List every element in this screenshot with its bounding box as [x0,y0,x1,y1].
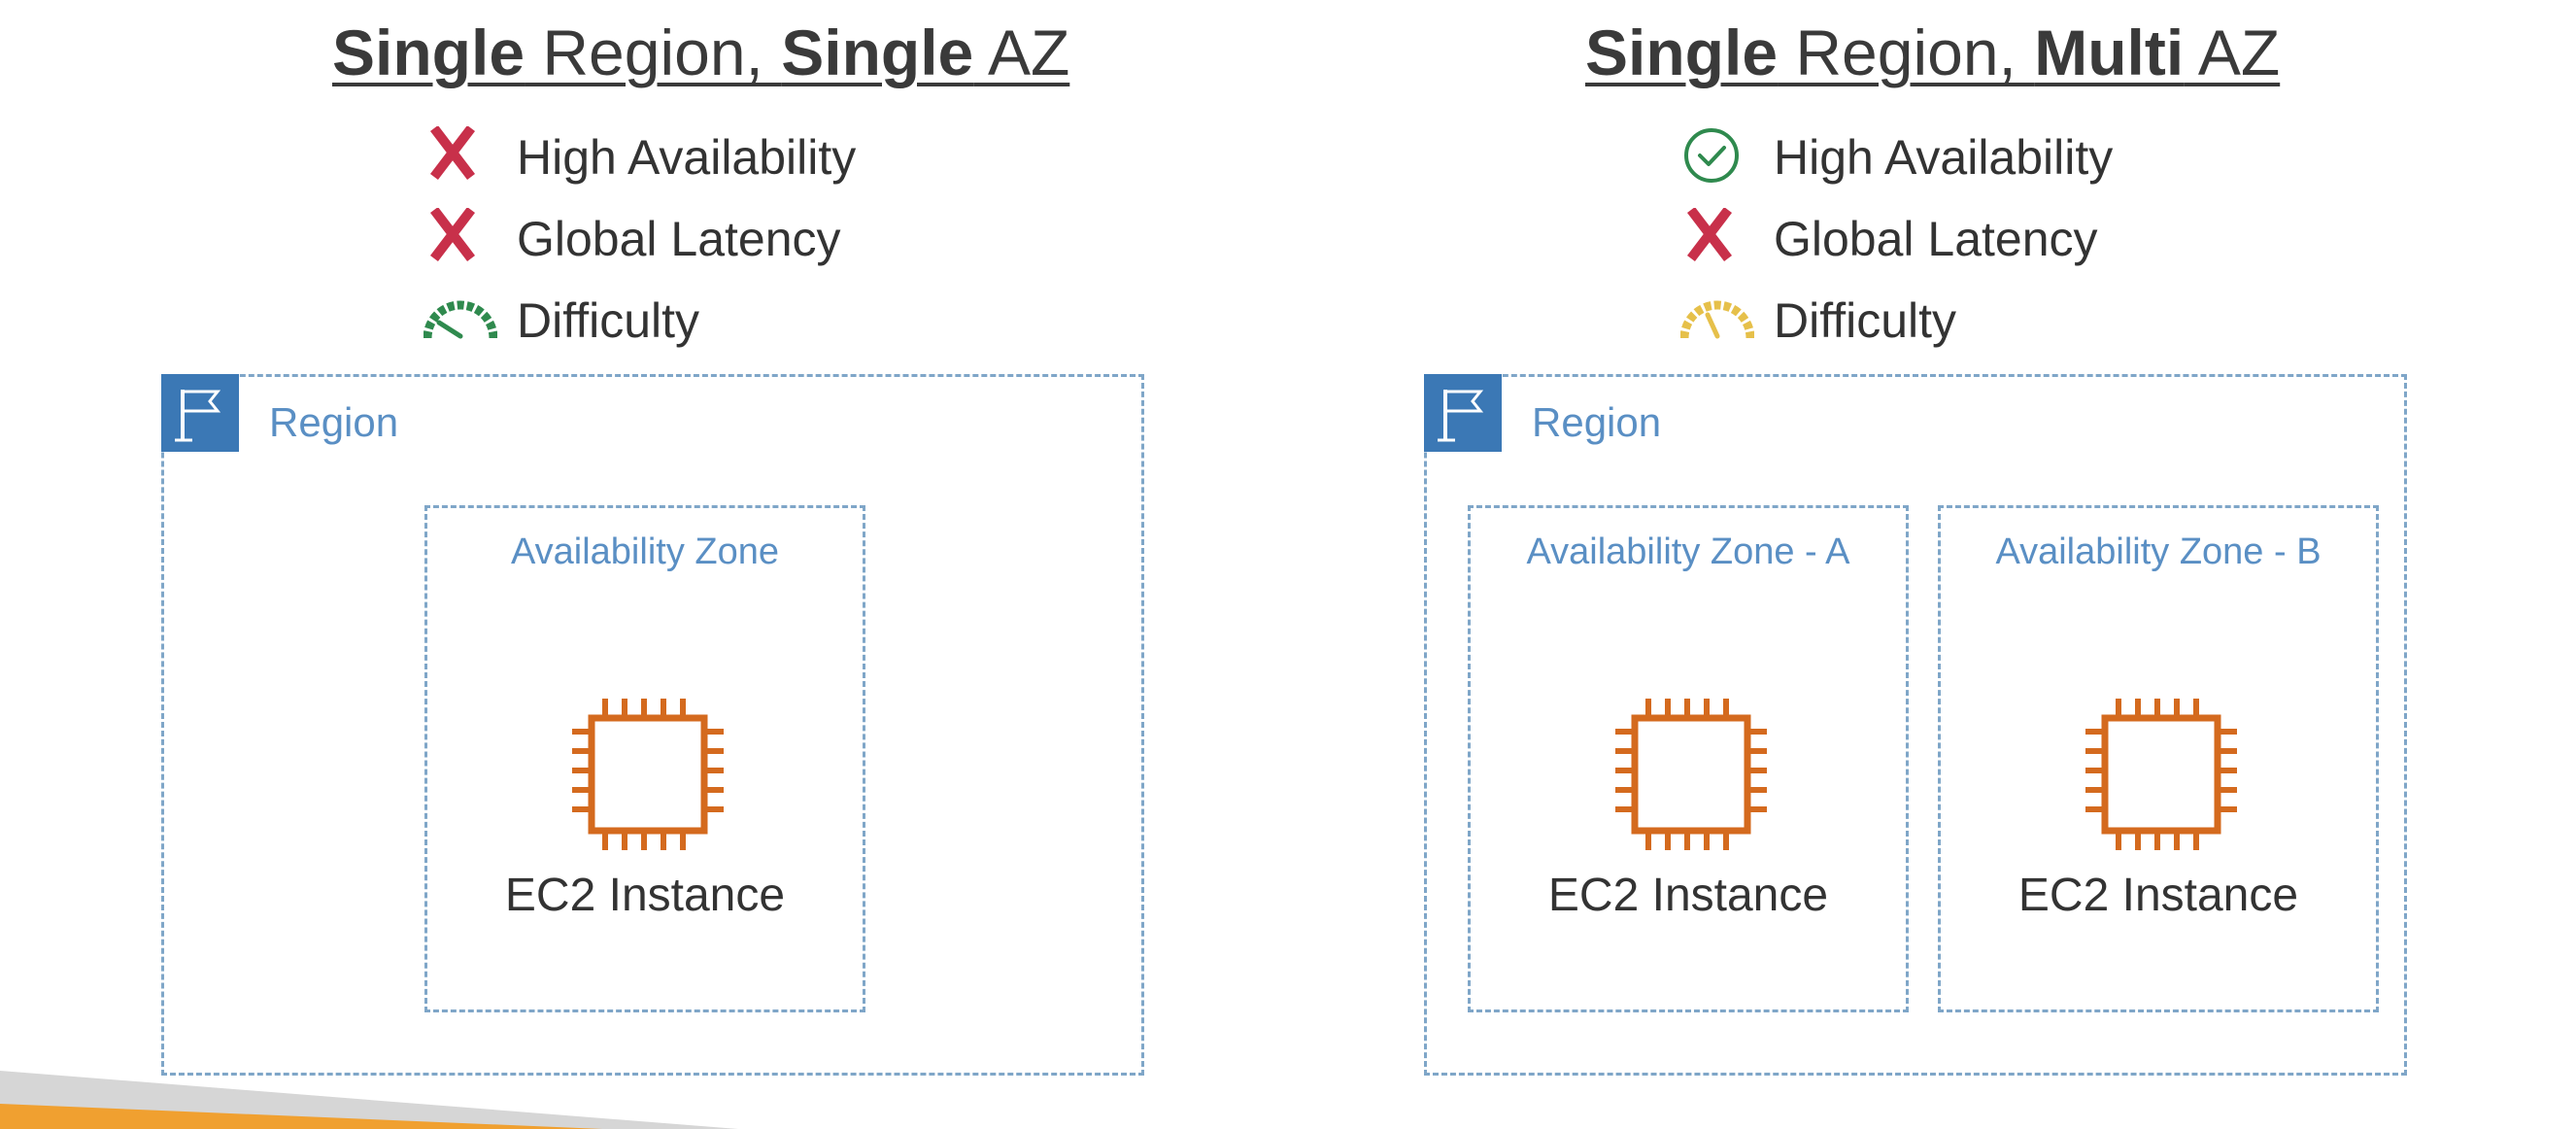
title-text-2: AZ [973,17,1070,88]
multi-az-panel: Single Region, Multi AZ High Availabilit… [1288,0,2576,1129]
cross-icon [429,208,476,262]
availability-zone-label: Availability Zone [510,531,779,572]
title-text-2: AZ [2184,17,2281,88]
panel-title: Single Region, Single AZ [332,14,1069,91]
check-icon [1684,128,1739,183]
title-text-1: Region, [1778,17,2035,88]
gauge-medium-icon [1680,300,1754,339]
ec2-instance-icon [1615,699,1767,850]
region-box: Region Availability Zone - A EC2 Instanc… [1424,374,2407,1076]
region-flag-badge [1424,374,1502,452]
single-az-panel: Single Region, Single AZ High Availabili… [161,14,1144,1076]
region-label: Region [269,399,399,445]
availability-zone-box-a: Availability Zone - A EC2 Instance [1468,505,1909,1012]
cross-icon [429,126,476,181]
title-text-1: Region, [525,17,782,88]
region-label: Region [1532,399,1662,445]
criterion-label: High Availability [517,130,857,185]
criterion-label: Global Latency [1774,212,2098,266]
criterion-label: Difficulty [1774,293,1957,348]
ec2-instance-label: EC2 Instance [1547,870,1829,921]
title-bold-2: Single [781,17,974,88]
availability-zone-label: Availability Zone - B [1995,531,2322,572]
criterion-label: Global Latency [517,212,841,266]
availability-zone-label: Availability Zone - A [1526,531,1850,572]
ec2-instance-icon [572,699,724,850]
region-flag-badge [161,374,239,452]
criterion-label: High Availability [1774,130,2114,185]
title-bold-1: Single [332,17,525,88]
title-bold-2: Multi [2034,17,2185,88]
criterion-label: Difficulty [517,293,700,348]
footer-stripe-decoration [0,1071,738,1129]
title-bold-1: Single [1585,17,1779,88]
panel-title: Single Region, Multi AZ [1585,14,2280,91]
flag-icon [175,390,221,442]
ec2-instance-label: EC2 Instance [504,870,786,921]
cross-icon [1686,208,1733,262]
gauge-easy-icon [424,300,497,339]
availability-zone-box: Availability Zone EC2 Instance [424,505,865,1012]
ec2-instance-icon [2085,699,2237,850]
region-box: Region Availability Zone EC2 Instance [161,374,1144,1076]
ec2-instance-label: EC2 Instance [2017,870,2299,921]
flag-icon [1438,390,1484,442]
availability-zone-box-b: Availability Zone - B EC2 Instance [1938,505,2379,1012]
